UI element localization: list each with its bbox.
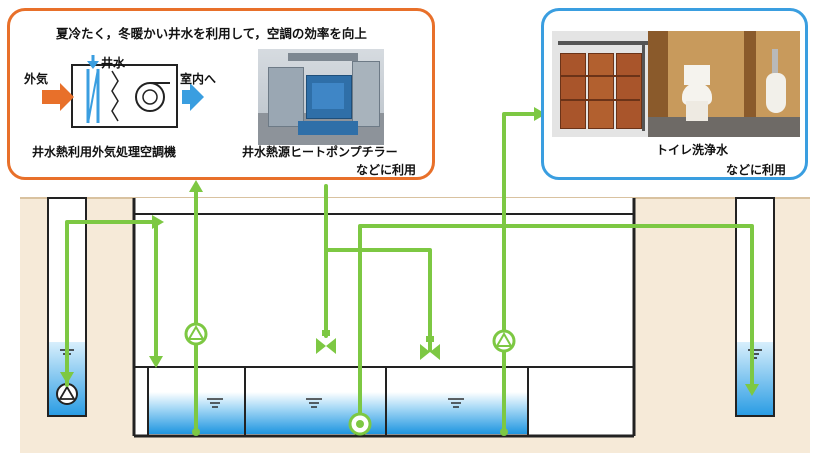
arrow-right-icon: [152, 215, 164, 229]
usage-note-right: などに利用: [726, 163, 787, 177]
valve-icon: [420, 336, 440, 360]
valve-icon: [316, 330, 336, 354]
water-level-icon: [207, 398, 223, 408]
filter-icon: [111, 70, 119, 122]
usage-note-left: などに利用: [356, 163, 417, 177]
ahu-caption: 井水熱利用外気処理空調機: [32, 145, 177, 159]
arrow-down-icon: [149, 356, 163, 368]
ahu-illustration: [42, 55, 204, 128]
fan-icon: [135, 82, 170, 112]
toilet-photo: [648, 31, 800, 137]
heatpump-caption: 井水熱源ヒートポンプチラー: [242, 145, 398, 159]
indoor-air-arrow-icon: [182, 83, 204, 111]
toilet-caption: トイレ洗浄水: [656, 143, 729, 157]
pipe-fittings: [184, 322, 516, 436]
coil-icon: [86, 68, 100, 124]
right-well: [735, 197, 775, 417]
pump-icon: [348, 412, 372, 436]
pump-icon: [184, 322, 208, 346]
arrow-down-icon: [87, 55, 99, 69]
callout-headline: 夏冷たく，冬暖かい井水を利用して，空調の効率を向上: [56, 26, 367, 41]
arrow-down-icon: [60, 372, 74, 384]
outside-air-arrow-icon: [42, 83, 74, 111]
water-tanks: [149, 392, 527, 434]
flow-arrows: [60, 107, 759, 396]
storage-tanks-photo: [552, 31, 652, 137]
water-level-icon: [306, 398, 322, 408]
arrow-down-icon: [745, 384, 759, 396]
heatpump-chiller-photo: [258, 49, 384, 145]
toilet-flush-water-callout: トイレ洗浄水 などに利用: [541, 8, 808, 180]
pipe-network: [65, 112, 754, 434]
pump-icon: [56, 383, 78, 405]
to-indoor-label: 室内へ: [180, 72, 217, 86]
outside-air-label: 外気: [24, 72, 49, 86]
pump-icon: [492, 329, 516, 353]
arrow-up-icon: [189, 180, 203, 192]
well-water-label: 井水: [101, 56, 126, 70]
well-water-hvac-callout: 夏冷たく，冬暖かい井水を利用して，空調の効率を向上: [7, 8, 435, 180]
water-level-icon: [448, 398, 464, 408]
arrow-right-icon: [534, 107, 546, 121]
